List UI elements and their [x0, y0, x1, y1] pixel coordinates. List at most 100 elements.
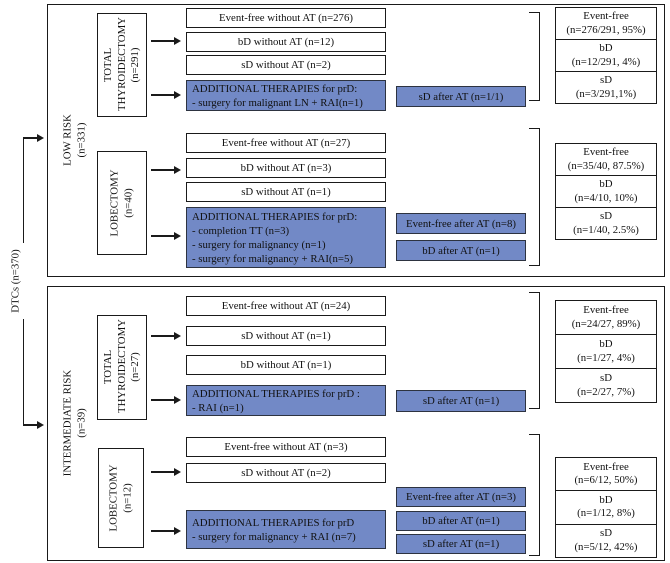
low-lob-bracket	[529, 128, 540, 266]
summary-line1: bD	[599, 338, 613, 350]
intermediate-risk-label: INTERMEDIATE RISK (n=39)	[62, 353, 89, 493]
low-tt-label: TOTAL THYROIDECTOMY (n=291)	[101, 17, 143, 111]
int-tt-box	[97, 315, 147, 420]
int-tt-additional-therapies-box: ADDITIONAL THERAPIES for prD : - RAI (n=…	[186, 385, 386, 416]
additional-item: - surgery for malignancy (n=1)	[192, 238, 326, 251]
intermediate-risk-label-text: INTERMEDIATE RISK	[61, 369, 74, 477]
summary-line2: (n=4/10, 10%)	[574, 191, 638, 204]
summary-cell: bD (n=12/291, 4%)	[556, 39, 656, 71]
summary-cell: bD (n=1/27, 4%)	[556, 334, 656, 368]
arrow-low-lob-lower	[151, 231, 181, 241]
arrow-low-tt-lower	[151, 90, 181, 100]
int-lob-box	[98, 448, 144, 548]
summary-line2: (n=35/40, 87.5%)	[567, 159, 645, 172]
intermediate-risk-label-n: (n=39)	[75, 408, 87, 438]
outcome-row: bD without AT (n=12)	[186, 32, 386, 52]
summary-cell: sD (n=5/12, 42%)	[556, 523, 656, 557]
summary-cell: sD (n=1/40, 2.5%)	[556, 207, 656, 239]
summary-line1: bD	[599, 493, 613, 506]
outcome-row: bD without AT (n=3)	[186, 158, 386, 178]
additional-title: ADDITIONAL THERAPIES for prD :	[192, 387, 360, 400]
summary-line1: Event-free	[583, 146, 629, 158]
arrow-int-lob-lower	[151, 526, 181, 536]
low-lob-label: LOBECTOMY (n=40)	[109, 157, 136, 249]
additional-title: ADDITIONAL THERAPIES for prD	[192, 516, 355, 529]
summary-line1: bD	[599, 42, 613, 54]
outcome-row: Event-free without AT (n=3)	[186, 437, 386, 457]
outcome-row: Event-free without AT (n=24)	[186, 296, 386, 316]
after-at-box: Event-free after AT (n=3)	[396, 487, 526, 507]
root-connector-line-bottom	[22, 319, 24, 426]
low-tt-additional-therapies-box: ADDITIONAL THERAPIES for prD: - surgery …	[186, 80, 386, 111]
outcome-row: sD without AT (n=1)	[186, 182, 386, 202]
int-lob-additional-therapies-box: ADDITIONAL THERAPIES for prD - surgery f…	[186, 510, 386, 549]
int-lob-bracket	[529, 434, 540, 556]
additional-item: - surgery for malignant LN + RAI(n=1)	[192, 96, 363, 109]
summary-cell: Event-free (n=276/291, 95%)	[556, 8, 656, 39]
low-risk-label-n: (n=331)	[75, 122, 87, 158]
low-risk-label: LOW RISK (n=331)	[62, 80, 89, 200]
summary-line2: (n=1/12, 8%)	[577, 507, 635, 520]
arrow-to-low-risk	[23, 133, 44, 143]
summary-cell: Event-free (n=35/40, 87.5%)	[556, 144, 656, 175]
after-at-box: bD after AT (n=1)	[396, 240, 526, 261]
after-at-box: sD after AT (n=1)	[396, 534, 526, 554]
outcome-row: sD without AT (n=2)	[186, 55, 386, 75]
int-lob-label-n: (n=12)	[121, 483, 133, 513]
int-lob-label-text: LOBECTOMY	[107, 464, 120, 532]
additional-title: ADDITIONAL THERAPIES for prD:	[192, 82, 358, 95]
additional-item: - surgery for malignancy + RAI(n=5)	[192, 252, 353, 265]
additional-item: - RAI (n=1)	[192, 401, 244, 414]
arrow-low-lob-upper	[151, 165, 181, 175]
arrow-int-tt-upper	[151, 331, 181, 341]
arrow-int-tt-lower	[151, 395, 181, 405]
int-tt-label-text: TOTAL THYROIDECTOMY	[101, 319, 128, 413]
low-lob-additional-therapies-box: ADDITIONAL THERAPIES for prD: - completi…	[186, 207, 386, 268]
int-lob-label: LOBECTOMY (n=12)	[108, 454, 135, 542]
summary-line2: (n=1/40, 2.5%)	[573, 223, 639, 236]
summary-cell: sD (n=3/291,1%)	[556, 71, 656, 103]
summary-line1: Event-free	[583, 10, 629, 22]
summary-line1: sD	[600, 74, 612, 86]
summary-line2: (n=276/291, 95%)	[566, 23, 646, 36]
summary-cell: bD (n=1/12, 8%)	[556, 490, 656, 523]
summary-line1: bD	[599, 178, 613, 190]
summary-line2: (n=1/27, 4%)	[577, 351, 635, 364]
summary-line1: sD	[600, 372, 612, 384]
after-at-box: bD after AT (n=1)	[396, 511, 526, 531]
outcome-row: sD without AT (n=1)	[186, 326, 386, 346]
summary-line2: (n=12/291, 4%)	[571, 55, 641, 68]
low-tt-label-n: (n=291)	[128, 47, 141, 83]
low-lob-label-n: (n=40)	[122, 188, 134, 218]
summary-line2: (n=3/291,1%)	[575, 87, 637, 100]
additional-title: ADDITIONAL THERAPIES for prD:	[192, 210, 358, 223]
root-label: DTCs (n=370)	[9, 249, 22, 313]
summary-line1: sD	[600, 527, 612, 540]
low-risk-label-text: LOW RISK	[61, 114, 74, 166]
after-at-box: sD after AT (n=1)	[396, 390, 526, 412]
summary-line2: (n=6/12, 50%)	[574, 474, 638, 487]
summary-line1: Event-free	[583, 460, 629, 473]
summary-cell: Event-free (n=24/27, 89%)	[556, 301, 656, 334]
arrow-low-tt-upper	[151, 36, 181, 46]
outcome-row: sD without AT (n=2)	[186, 463, 386, 483]
low-tt-summary-box: Event-free (n=276/291, 95%) bD (n=12/291…	[555, 7, 657, 104]
arrow-to-intermediate-risk	[23, 420, 44, 430]
root-connector-line-top	[22, 138, 24, 243]
summary-line2: (n=2/27, 7%)	[577, 385, 635, 398]
outcome-row: Event-free without AT (n=276)	[186, 8, 386, 28]
int-lob-summary-box: Event-free (n=6/12, 50%) bD (n=1/12, 8%)…	[555, 457, 657, 558]
low-lob-label-text: LOBECTOMY	[108, 169, 121, 237]
summary-line1: Event-free	[583, 304, 629, 316]
low-tt-bracket	[529, 12, 540, 101]
low-tt-label-text: TOTAL THYROIDECTOMY	[101, 17, 128, 111]
outcome-row: Event-free without AT (n=27)	[186, 133, 386, 153]
low-tt-box	[97, 13, 147, 117]
int-tt-bracket	[529, 292, 540, 409]
summary-cell: bD (n=4/10, 10%)	[556, 175, 656, 207]
int-tt-summary-box: Event-free (n=24/27, 89%) bD (n=1/27, 4%…	[555, 300, 657, 403]
low-lob-summary-box: Event-free (n=35/40, 87.5%) bD (n=4/10, …	[555, 143, 657, 240]
additional-item: - surgery for malignancy + RAI (n=7)	[192, 530, 356, 543]
additional-item: - completion TT (n=3)	[192, 224, 290, 237]
